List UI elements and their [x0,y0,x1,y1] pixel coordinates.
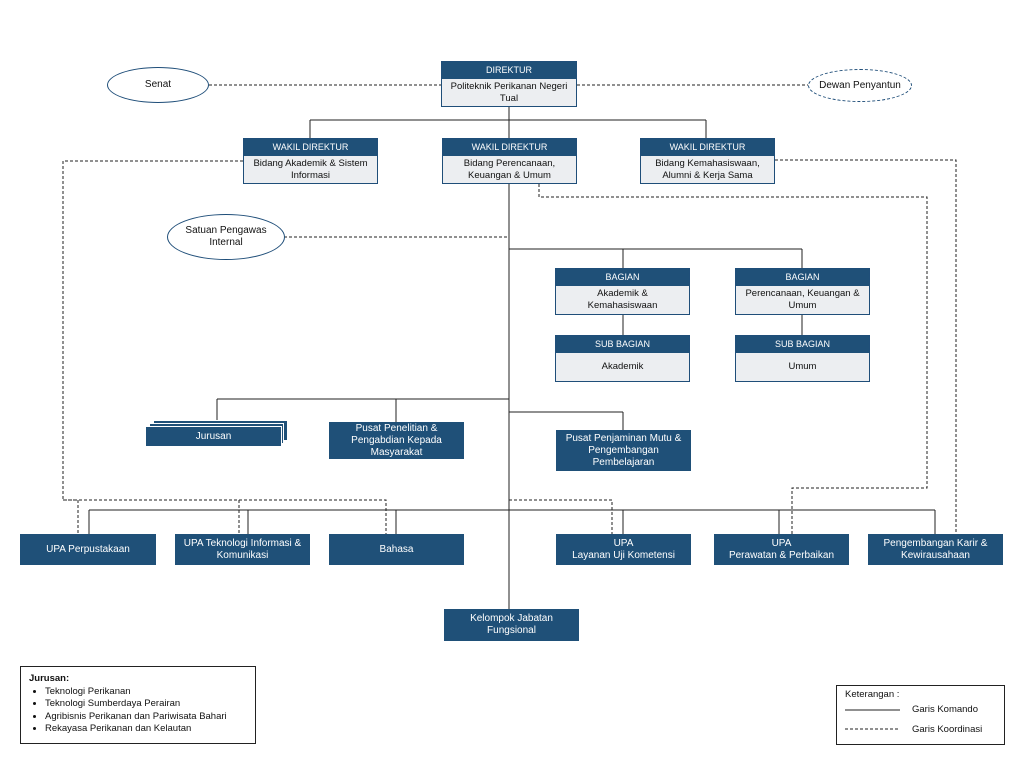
jurusan-legend: Jurusan: Teknologi Perikanan Teknologi S… [20,666,256,744]
kjf-box: Kelompok Jabatan Fungsional [444,609,579,641]
wadir-perencanaan-body: Bidang Perencanaan, Keuangan & Umum [463,157,556,181]
jurusan-box: Jurusan [145,426,282,447]
bagian-akademik-header: BAGIAN [556,269,689,286]
jurusan-item: Rekayasa Perikanan dan Kelautan [45,723,247,736]
bahasa-box: Bahasa [329,534,464,565]
upa-perpustakaan-box: UPA Perpustakaan [20,534,156,565]
garis-koordinasi-label: Garis Koordinasi [912,724,983,735]
jurusan-legend-title: Jurusan: [29,673,70,684]
garis-komando-label: Garis Komando [912,704,979,715]
bagian-perencanaan-body: Perencanaan, Keuangan & Umum [745,288,860,311]
dewan-penyantun-oval: Dewan Penyantun [808,69,912,102]
wadir-kemahasiswaan-header: WAKIL DIREKTUR [641,139,774,156]
bagian-akademik-box: BAGIAN Akademik & Kemahasiswaan [555,268,690,315]
upa-uji-line1: UPA [613,537,634,549]
upa-perawatan-line2: Perawatan & Perbaikan [728,549,835,561]
subbagian-akademik-body: Akademik [601,361,644,372]
jurusan-legend-list: Teknologi Perikanan Teknologi Sumberdaya… [29,686,247,736]
jurusan-item: Teknologi Perikanan [45,686,247,699]
p3m-box: Pusat Penelitian & Pengabdian Kepada Mas… [329,422,464,459]
upa-uji-box: UPA Layanan Uji Kometensi [556,534,691,565]
wadir-kemahasiswaan-body: Bidang Kemahasiswaan, Alumni & Kerja Sam… [655,157,760,181]
direktur-header: DIREKTUR [442,62,576,79]
keterangan-legend: Keterangan : Garis Komando Garis Koordin… [836,685,1005,745]
wadir-kemahasiswaan-box: WAKIL DIREKTUR Bidang Kemahasiswaan, Alu… [640,138,775,184]
wadir-perencanaan-box: WAKIL DIREKTUR Bidang Perencanaan, Keuan… [442,138,577,184]
subbagian-umum-body: Umum [788,361,817,372]
wadir-akademik-box: WAKIL DIREKTUR Bidang Akademik & Sistem … [243,138,378,184]
subbagian-umum-box: SUB BAGIAN Umum [735,335,870,382]
bagian-perencanaan-header: BAGIAN [736,269,869,286]
karir-box: Pengembangan Karir & Kewirausahaan [868,534,1003,565]
keterangan-title: Keterangan : [845,689,900,700]
jurusan-item: Teknologi Sumberdaya Perairan [45,698,247,711]
wadir-perencanaan-header: WAKIL DIREKTUR [443,139,576,156]
spi-oval: Satuan Pengawas Internal [167,214,285,260]
subbagian-umum-header: SUB BAGIAN [736,336,869,353]
senat-oval: Senat [107,67,209,103]
upa-tik-box: UPA Teknologi Informasi & Komunikasi [175,534,310,565]
jurusan-item: Agribisnis Perikanan dan Pariwisata Baha… [45,711,247,724]
direktur-box: DIREKTUR Politeknik Perikanan Negeri Tua… [441,61,577,107]
upa-perawatan-box: UPA Perawatan & Perbaikan [714,534,849,565]
bagian-akademik-body: Akademik & Kemahasiswaan [587,288,658,311]
subbagian-akademik-header: SUB BAGIAN [556,336,689,353]
upa-perawatan-line1: UPA [771,537,792,549]
wadir-akademik-header: WAKIL DIREKTUR [244,139,377,156]
pjm-box: Pusat Penjaminan Mutu & Pengembangan Pem… [556,430,691,471]
direktur-body: Politeknik Perikanan Negeri Tual [450,80,568,104]
upa-uji-line2: Layanan Uji Kometensi [572,549,675,561]
wadir-akademik-body: Bidang Akademik & Sistem Informasi [253,157,368,181]
bagian-perencanaan-box: BAGIAN Perencanaan, Keuangan & Umum [735,268,870,315]
subbagian-akademik-box: SUB BAGIAN Akademik [555,335,690,382]
